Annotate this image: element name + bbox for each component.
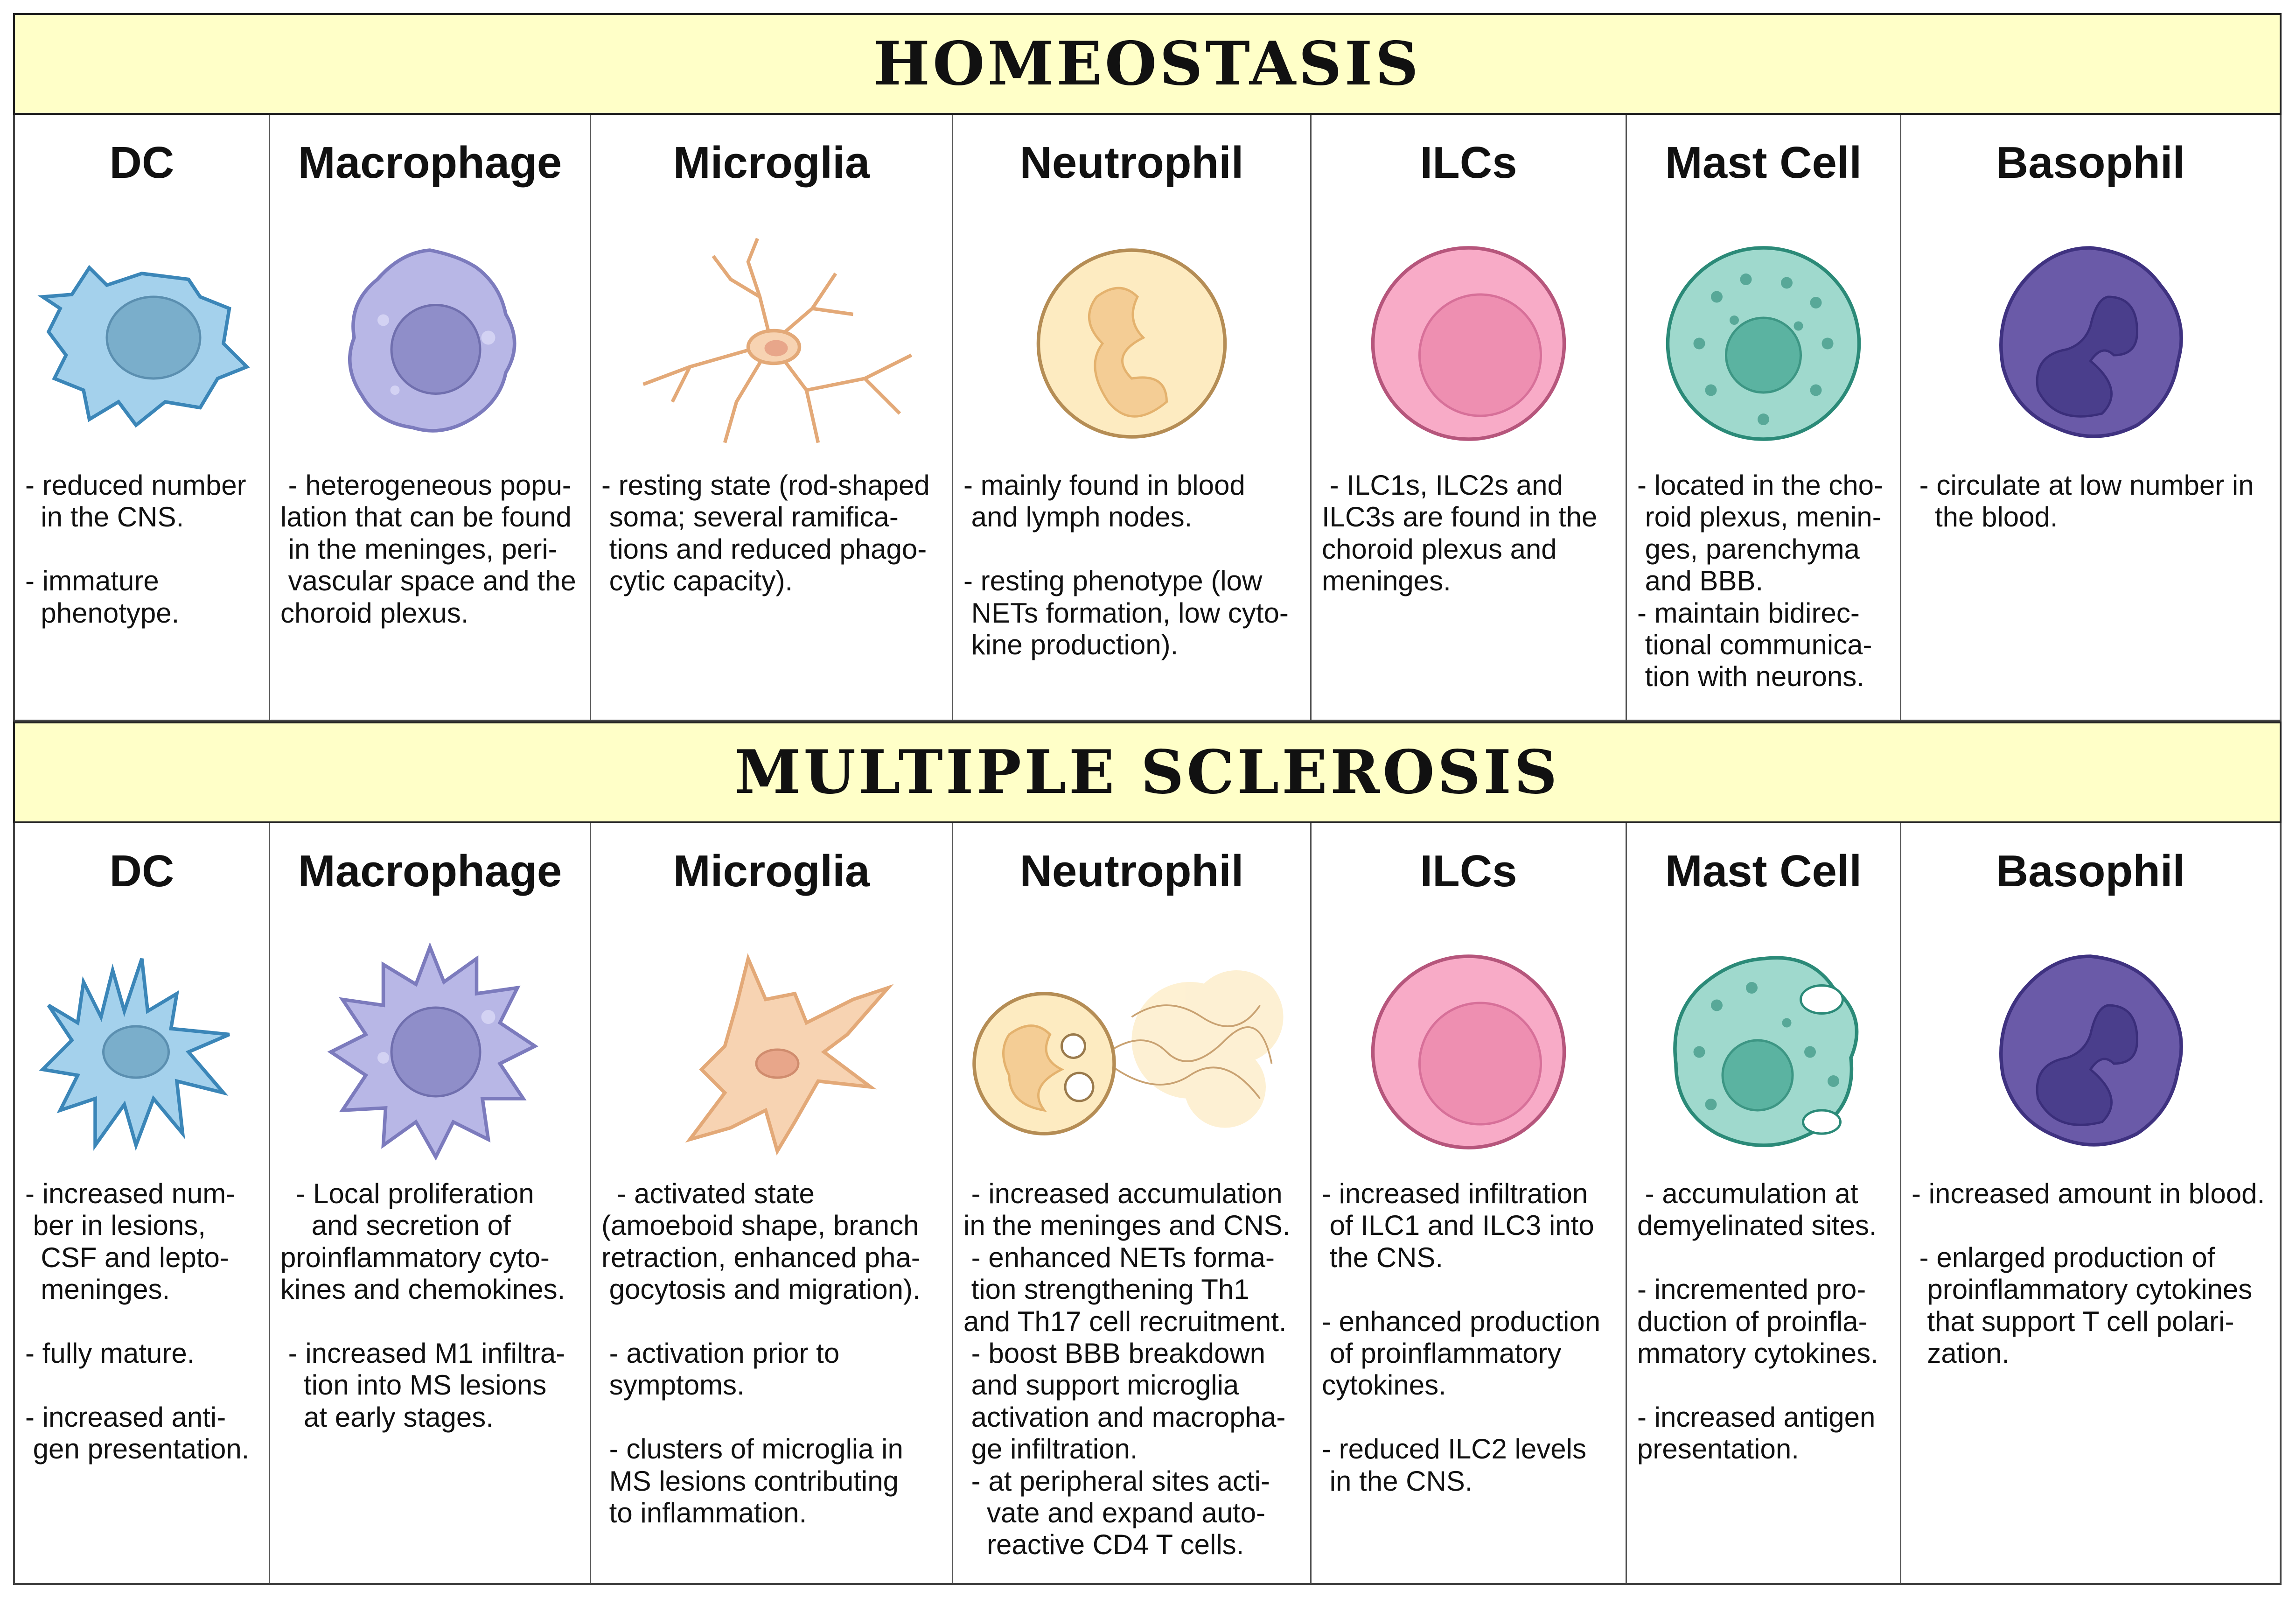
macrophage-illustration (270, 935, 590, 1169)
cell-title: ILCs (1420, 138, 1517, 188)
dendritic-cell-illustration (15, 935, 269, 1169)
cell-mast-cell: Mast Cell - located in the cho- roid ple… (1626, 115, 1900, 720)
cell-macrophage: Macrophage - heterogeneous popu- lation … (269, 115, 590, 720)
cell-description: - circulate at low number in the blood. (1919, 470, 2254, 533)
cell-macrophage: Macrophage - Local proliferation and sec… (269, 823, 590, 1583)
cell-description: - increased infiltration of ILC1 and ILC… (1322, 1178, 1601, 1497)
cell-title: Microglia (673, 138, 870, 188)
homeostasis-banner: HOMEOSTASIS (13, 13, 2282, 115)
mast-cell-illustration (1627, 935, 1900, 1169)
multiple-sclerosis-banner: MULTIPLE SCLEROSIS (13, 722, 2282, 823)
cell-title: Mast Cell (1665, 138, 1862, 188)
cell-ilcs: ILCs - ILC1s, ILC2s and ILC3s are found … (1310, 115, 1626, 720)
cell-description: - Local proliferation and secretion of p… (280, 1178, 565, 1433)
multiple-sclerosis-section: DC - increased num- ber in lesions, CSF … (13, 823, 2282, 1585)
neutrophil-illustration (953, 227, 1310, 460)
ilc-illustration (1312, 227, 1626, 460)
cell-description: - activated state (amoeboid shape, branc… (601, 1178, 921, 1528)
cell-title: Macrophage (298, 846, 562, 896)
microglia-illustration (591, 227, 952, 460)
cell-title: Basophil (1996, 138, 2185, 188)
cell-dc: DC - increased num- ber in lesions, CSF … (15, 823, 269, 1583)
homeostasis-section: DC - reduced number in the CNS. - immatu… (13, 115, 2282, 722)
cell-title: Microglia (673, 846, 870, 896)
cell-title: Macrophage (298, 138, 562, 188)
cell-description: - increased amount in blood. - enlarged … (1912, 1178, 2265, 1369)
cell-title: Basophil (1996, 846, 2185, 896)
section-title: MULTIPLE SCLEROSIS (734, 737, 1560, 807)
cell-description: - reduced number in the CNS. - immature … (25, 470, 246, 629)
cell-description: - located in the cho- roid plexus, menin… (1637, 470, 1883, 693)
cell-title: DC (109, 138, 174, 188)
cell-ilcs: ILCs - increased infiltration of ILC1 an… (1310, 823, 1626, 1583)
cell-basophil: Basophil - increased amount in blood. - … (1900, 823, 2280, 1583)
microglia-illustration (591, 935, 952, 1169)
cell-description: - heterogeneous popu- lation that can be… (280, 470, 576, 629)
basophil-illustration (1901, 227, 2280, 460)
mast-cell-illustration (1627, 227, 1900, 460)
ilc-illustration (1312, 935, 1626, 1169)
cell-microglia: Microglia - resting state (rod-shaped so… (590, 115, 952, 720)
macrophage-illustration (270, 227, 590, 460)
cell-title: Mast Cell (1665, 846, 1862, 896)
neutrophil-net-illustration (953, 935, 1310, 1169)
cell-description: - ILC1s, ILC2s and ILC3s are found in th… (1322, 470, 1598, 597)
cell-neutrophil: Neutrophil - increased accumulation in t… (952, 823, 1310, 1583)
cell-description: - increased accumulation in the meninges… (963, 1178, 1291, 1561)
cell-microglia: Microglia - activated state (amoeboid sh… (590, 823, 952, 1583)
cell-description: - increased num- ber in lesions, CSF and… (25, 1178, 250, 1465)
cell-title: Neutrophil (1019, 846, 1244, 896)
cell-dc: DC - reduced number in the CNS. - immatu… (15, 115, 269, 720)
cell-basophil: Basophil - circulate at low number in th… (1900, 115, 2280, 720)
section-title: HOMEOSTASIS (873, 29, 1421, 99)
cell-neutrophil: Neutrophil - mainly found in blood and l… (952, 115, 1310, 720)
cell-description: - resting state (rod-shaped soma; severa… (601, 470, 930, 597)
dendritic-cell-illustration (15, 227, 269, 460)
cell-description: - mainly found in blood and lymph nodes.… (963, 470, 1289, 660)
cell-title: Neutrophil (1019, 138, 1244, 188)
cell-title: ILCs (1420, 846, 1517, 896)
cell-description: - accumulation at demyelinated sites. - … (1637, 1178, 1878, 1465)
basophil-illustration (1901, 935, 2280, 1169)
cell-mast-cell: Mast Cell - accumulation at demyelinated… (1626, 823, 1900, 1583)
cell-title: DC (109, 846, 174, 896)
